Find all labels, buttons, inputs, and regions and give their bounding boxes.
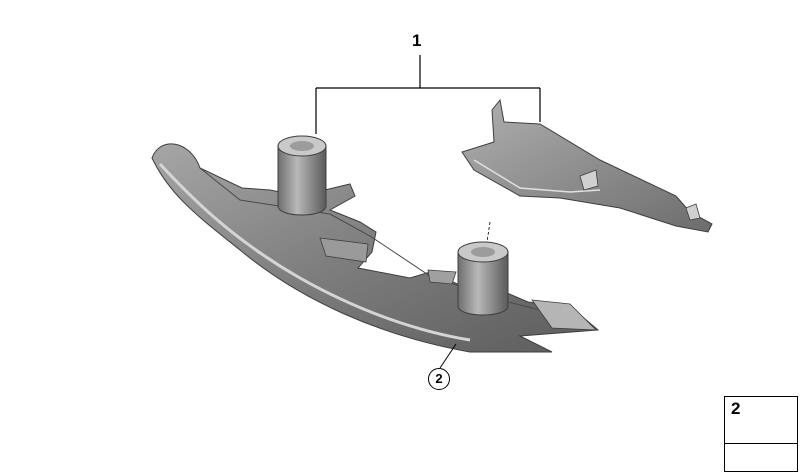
- legend-item-screw: 2: [725, 397, 797, 443]
- cover-symbol-icon: [725, 444, 797, 472]
- part-2-leader: [439, 343, 457, 369]
- cover-plate-part: [461, 98, 713, 233]
- part-callout-label: 2: [428, 368, 450, 390]
- legend-divider: [725, 443, 797, 444]
- parts-legend: 2: [724, 396, 798, 472]
- bracket-part: [151, 135, 600, 353]
- mount-cylinder-upper: [277, 135, 327, 216]
- assembly-bracket: [315, 55, 541, 134]
- legend-part-number: 2: [731, 399, 741, 418]
- mount-cylinder-lower: [457, 241, 509, 316]
- assembly-callout-label: 1: [412, 31, 422, 50]
